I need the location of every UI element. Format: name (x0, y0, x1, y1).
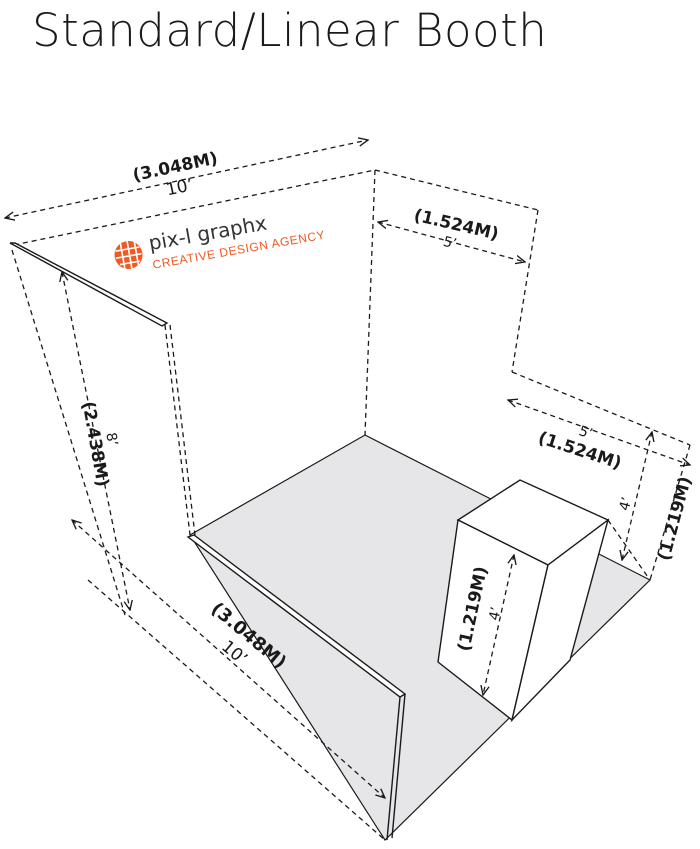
side-wall-back-edge (511, 209, 539, 373)
brand-logo: pix-l graphx CREATIVE DESIGN AGENCY (114, 211, 326, 272)
wall-height-feet: 8’ (102, 431, 120, 447)
side-wall-top-edge (374, 169, 539, 211)
back-width-label: (3.048M) 10’ (131, 149, 220, 201)
side-wall-front-edge (649, 444, 691, 581)
counter-depth-feet: 5’ (577, 423, 595, 442)
front-wall-end-edge (386, 696, 401, 841)
counter-height-feet: 4’ (486, 606, 504, 622)
wall-height-dimension-line (62, 272, 130, 610)
front-wall-end-edge-2 (391, 693, 406, 839)
counter-depth-label: 5’ (1.524M) (536, 423, 624, 474)
counter-height-dimension-line (483, 555, 514, 695)
back-corner-edge (364, 169, 376, 436)
counter-width-guide (607, 519, 651, 581)
front-width-dimension-line (72, 520, 385, 798)
counter-width-label-metric: (1.219M) (654, 474, 696, 562)
side-depth-dimension-line (378, 222, 525, 262)
globe-grid-icon (114, 240, 143, 269)
back-width-dimension-line (5, 140, 368, 218)
counter-side (510, 518, 610, 723)
left-wall-inner-edge-2 (169, 324, 196, 536)
left-wall-inner-edge (164, 324, 191, 536)
page-title: Standard/Linear Booth (32, 4, 548, 57)
counter-width-label-feet: 4’ (617, 495, 636, 512)
side-depth-feet: 5’ (442, 234, 459, 253)
counter-width-metric: (1.219M) (654, 474, 696, 562)
side-wall-lower-edge (511, 371, 691, 446)
back-width-feet: 10’ (164, 175, 195, 200)
counter-width-feet: 4’ (617, 495, 636, 512)
wall-height-label: (2.438M) 8’ (78, 400, 121, 488)
counter-width-dimension-line (622, 432, 652, 560)
left-wall-panel (9, 242, 169, 327)
